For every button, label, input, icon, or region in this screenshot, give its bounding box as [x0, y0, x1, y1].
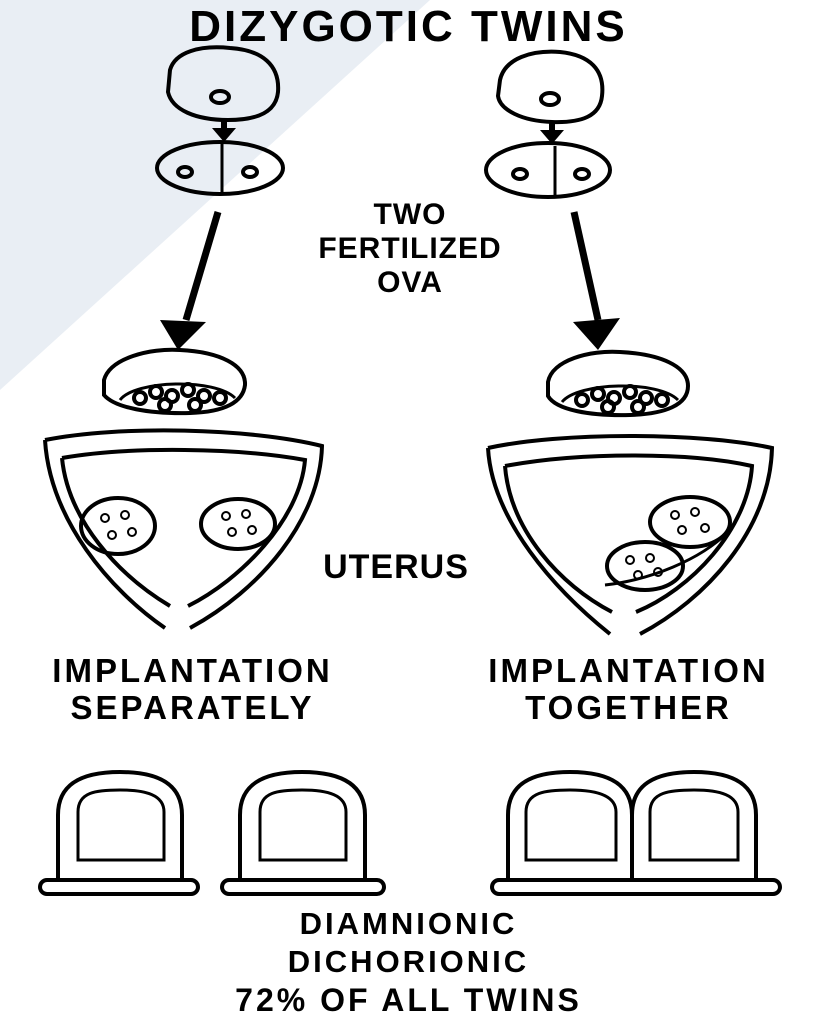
uterus-right	[488, 436, 772, 634]
implantation-together-label: IMPLANTATION TOGETHER	[440, 652, 817, 726]
label-line: TWO	[250, 198, 570, 232]
label-line: SEPARATELY	[0, 689, 385, 726]
diagram-title: DIZYGOTIC TWINS	[0, 2, 817, 52]
label-line: DICHORIONIC	[150, 943, 667, 981]
uterus-label: UTERUS	[290, 548, 502, 587]
membrane-separate-1	[40, 772, 198, 894]
label-line: DIAMNIONIC	[150, 905, 667, 943]
blastocyst-right	[548, 352, 688, 415]
label-line: IMPLANTATION	[440, 652, 817, 689]
label-line: OVA	[250, 266, 570, 300]
implantation-separately-label: IMPLANTATION SEPARATELY	[0, 652, 385, 726]
membrane-separate-2	[222, 772, 384, 894]
embryo-left-2	[201, 499, 275, 549]
twin-percentage-footer: 72% OF ALL TWINS	[100, 982, 717, 1019]
zygote-right	[498, 52, 602, 122]
two-cell-right	[486, 143, 610, 197]
embryo-left-1	[81, 498, 155, 554]
membrane-fused	[492, 772, 780, 894]
membrane-type-label: DIAMNIONIC DICHORIONIC	[150, 905, 667, 981]
blastocyst-left	[104, 350, 245, 413]
label-line: TOGETHER	[440, 689, 817, 726]
label-line: FERTILIZED	[250, 232, 570, 266]
two-fertilized-ova-label: TWO FERTILIZED OVA	[250, 198, 570, 300]
label-line: IMPLANTATION	[0, 652, 385, 689]
uterus-left	[45, 430, 322, 628]
